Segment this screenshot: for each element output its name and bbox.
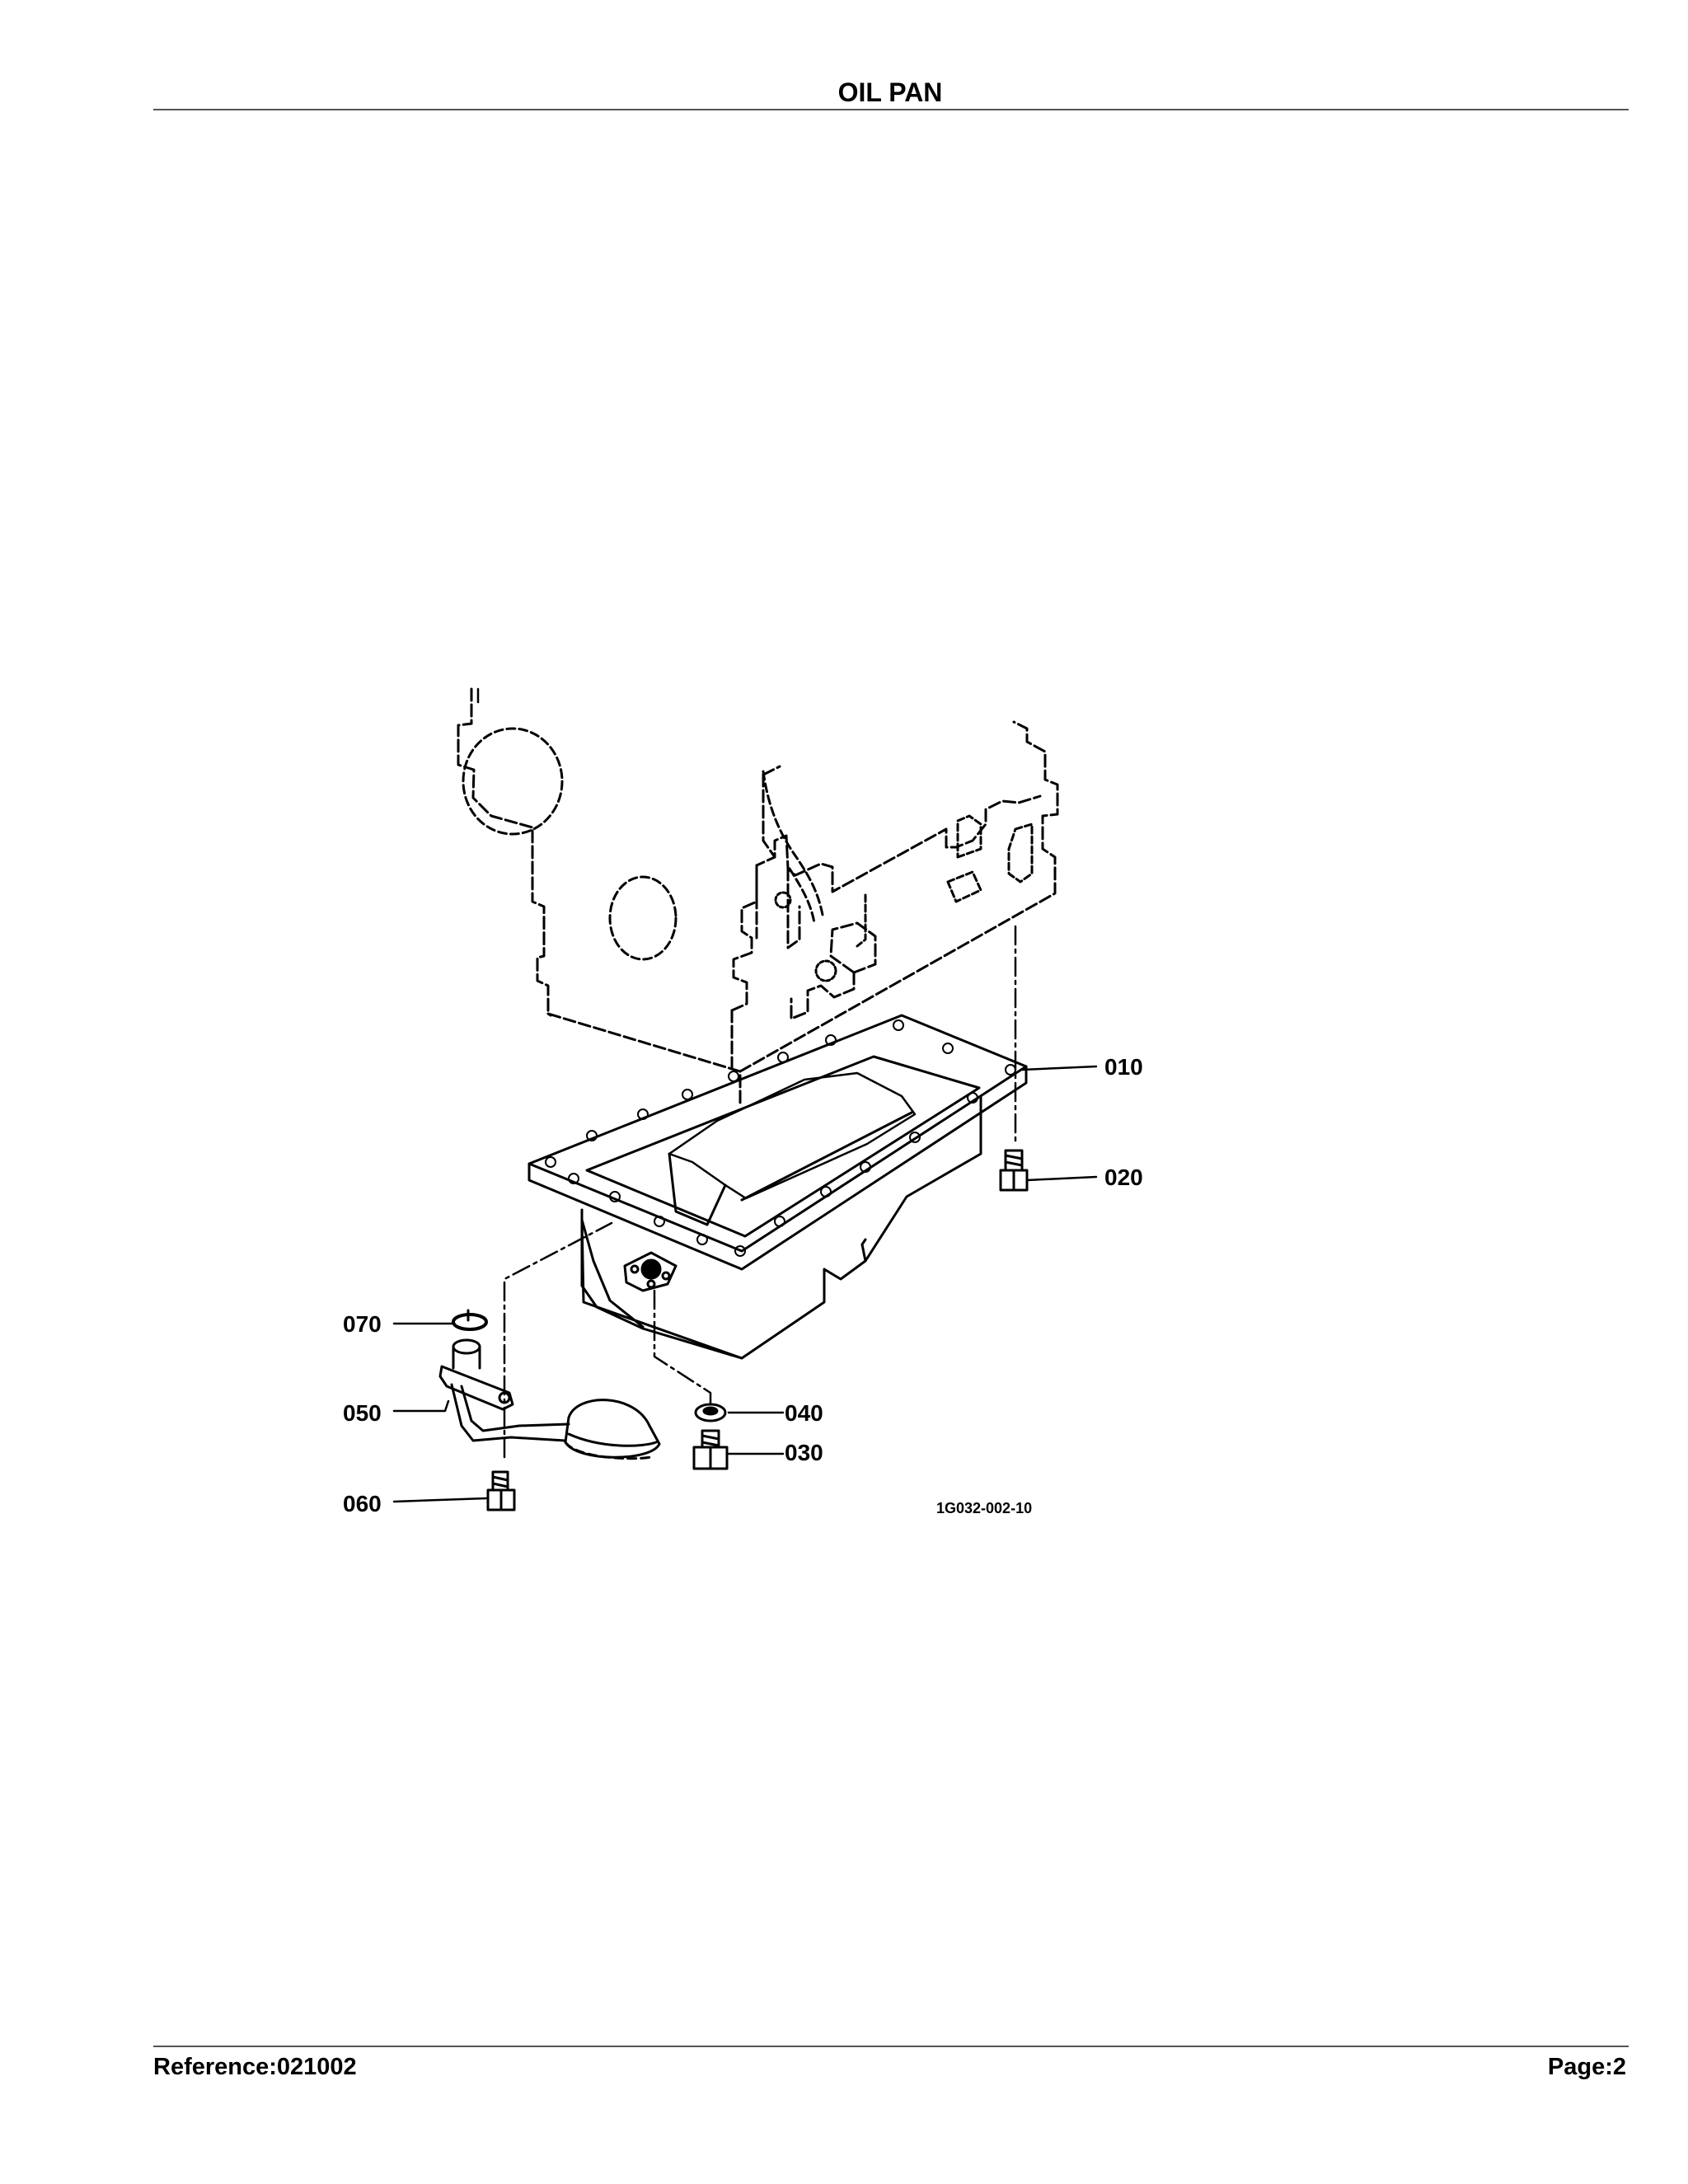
callout-030: 030	[785, 1440, 823, 1465]
callout-040: 040	[785, 1400, 823, 1426]
callout-060: 060	[343, 1491, 382, 1516]
header-rule	[153, 109, 1629, 110]
oil-strainer-050	[438, 1338, 661, 1460]
page-number: Page:2	[1547, 2054, 1626, 2080]
bolt-020	[999, 1149, 1029, 1192]
alignment-lines	[476, 687, 1017, 1459]
callout-070: 070	[343, 1311, 382, 1337]
washer-040	[694, 1403, 727, 1422]
o-ring-070	[452, 1309, 488, 1331]
page-title: OIL PAN	[837, 77, 943, 107]
callout-010: 010	[1104, 1054, 1143, 1080]
engine-block-outline	[457, 687, 1059, 1104]
callout-050: 050	[343, 1400, 382, 1426]
leader-lines	[392, 1065, 1098, 1503]
oil-pan	[528, 1014, 1028, 1360]
bolt-060	[486, 1470, 516, 1511]
figure-number: 1G032-002-10	[936, 1500, 1032, 1516]
drain-plug-030	[692, 1429, 729, 1470]
footer-rule	[153, 2046, 1629, 2047]
callout-020: 020	[1104, 1165, 1143, 1190]
reference-number: Reference:021002	[153, 2054, 357, 2080]
